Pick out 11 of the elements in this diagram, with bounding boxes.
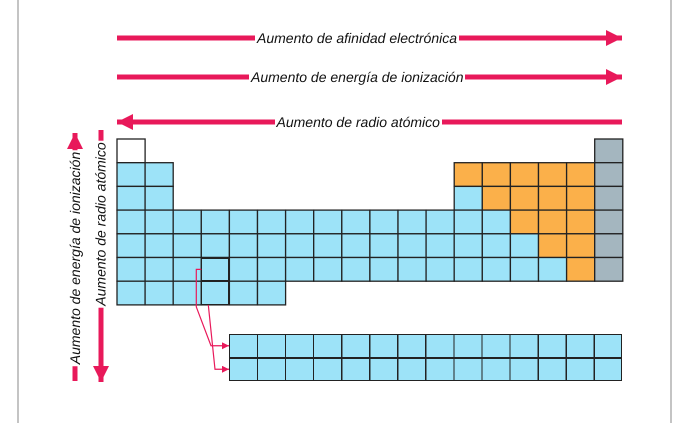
arrow-label: Aumento de afinidad electrónica bbox=[255, 30, 460, 46]
arrow-label: Aumento de energía de ionización bbox=[67, 150, 84, 366]
arrow bbox=[208, 304, 229, 373]
table-cell bbox=[201, 258, 230, 282]
element-row bbox=[229, 334, 622, 358]
element-row bbox=[229, 358, 622, 381]
arrow bbox=[196, 268, 229, 350]
arrow-label: Aumento de radio atómico bbox=[92, 140, 108, 308]
arrow-label: Aumento de energía de ionización bbox=[249, 69, 466, 85]
table-cell bbox=[201, 281, 230, 305]
arrow-label: Aumento de radio atómico bbox=[274, 114, 442, 130]
